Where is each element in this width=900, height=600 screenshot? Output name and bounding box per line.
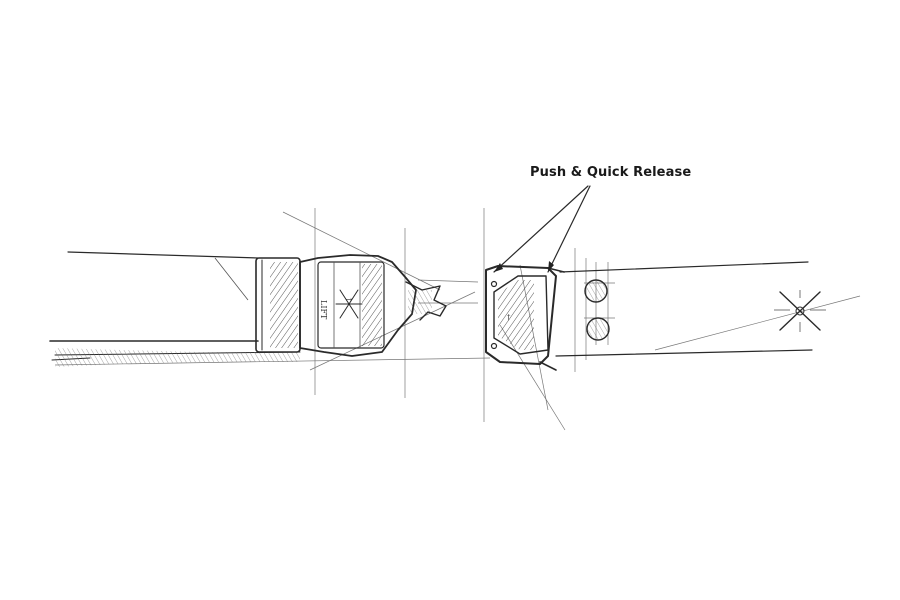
push-quick-release-label: Push & Quick Release xyxy=(530,165,692,180)
male-buckle xyxy=(299,254,447,357)
callout-arrows xyxy=(493,185,591,273)
female-buckle xyxy=(485,265,565,371)
left-strap xyxy=(49,251,301,367)
female-buckle-marking: ← xyxy=(504,314,513,321)
male-buckle-arrow: ↑ xyxy=(344,296,353,303)
strap-sleeve xyxy=(255,257,301,353)
male-buckle-marking: LIFT xyxy=(319,300,328,320)
right-strap xyxy=(555,261,826,357)
construction-lines xyxy=(54,208,861,431)
